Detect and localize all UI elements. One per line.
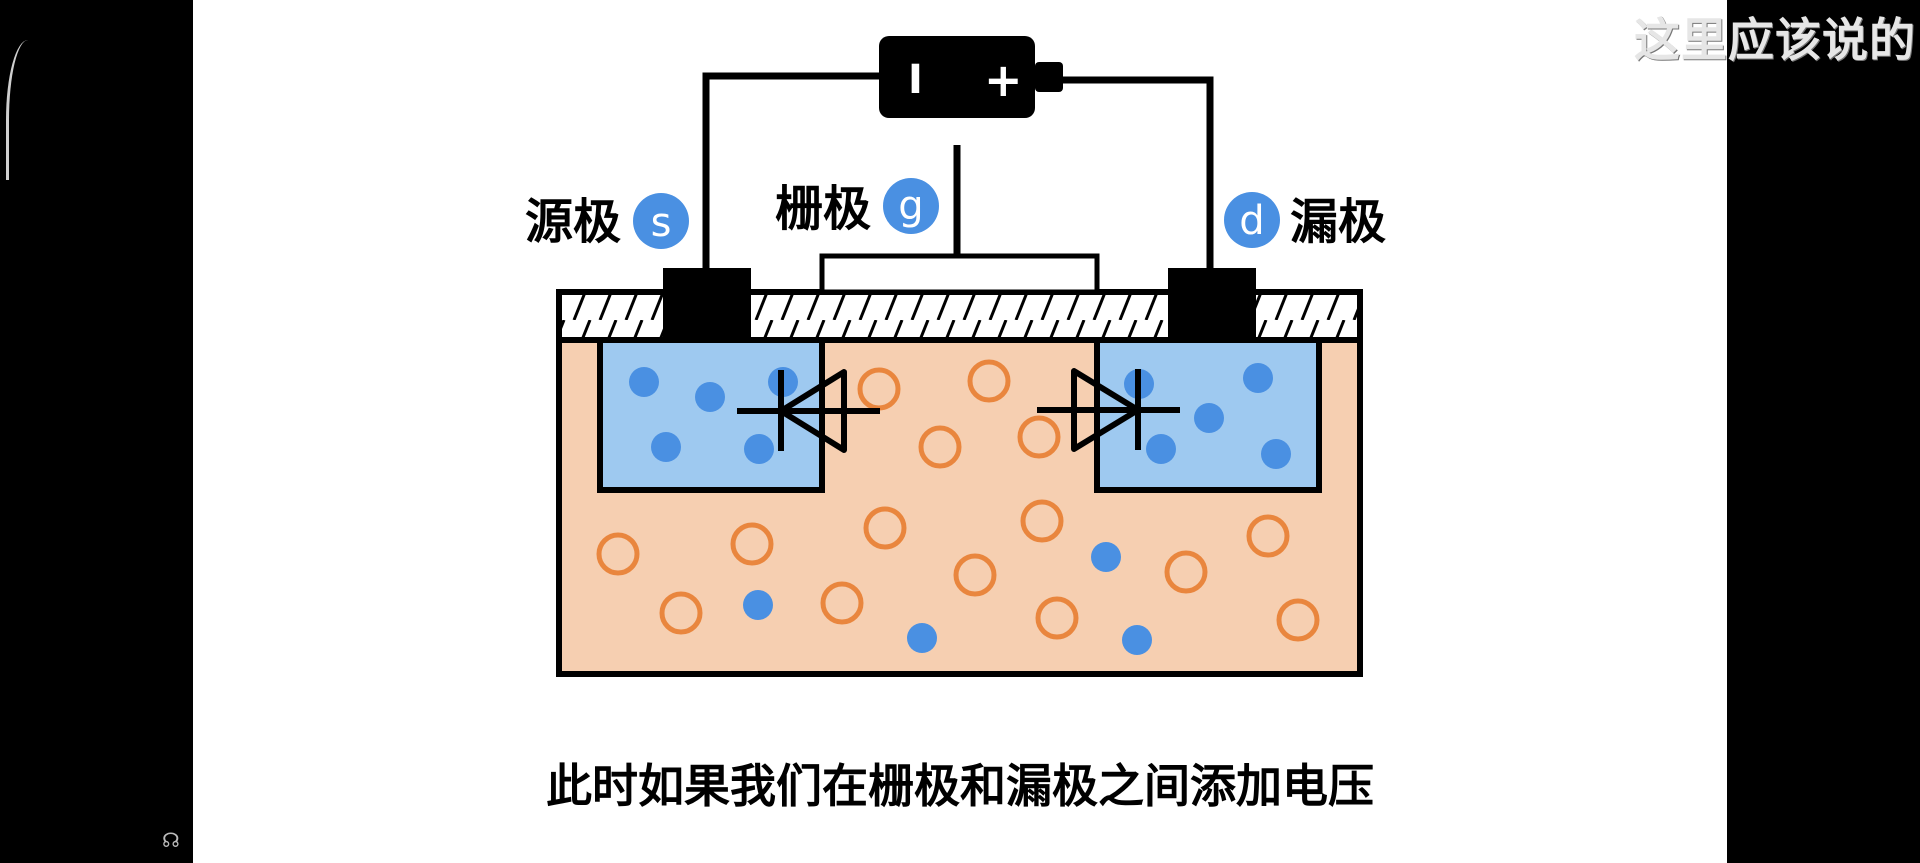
electron xyxy=(629,367,659,397)
danmaku-comment: 这里应该说的 xyxy=(1634,13,1916,67)
hole xyxy=(730,522,774,566)
electron xyxy=(1243,363,1273,393)
gate-letter: g xyxy=(898,183,923,229)
circuit-wires xyxy=(702,72,1214,268)
source-label-text: 源极 xyxy=(525,194,621,250)
electron xyxy=(1194,403,1224,433)
electron xyxy=(1146,434,1176,464)
source-badge xyxy=(633,193,689,249)
hole xyxy=(1035,596,1079,640)
drain-letter: d xyxy=(1239,198,1264,244)
electron xyxy=(743,590,773,620)
hole xyxy=(820,581,864,625)
drain-label: d 漏极 xyxy=(1224,192,1386,250)
electron xyxy=(1122,625,1152,655)
battery-plus: + xyxy=(984,53,1023,107)
user-icon[interactable]: ☊ xyxy=(162,828,180,852)
left-letterbox: ☊ xyxy=(0,0,193,863)
gate-label-text: 栅极 xyxy=(775,181,871,237)
hole xyxy=(1017,415,1061,459)
electron xyxy=(695,382,725,412)
source-letter: s xyxy=(651,200,672,246)
drain-label-text: 漏极 xyxy=(1290,194,1386,250)
electrons xyxy=(629,363,1291,655)
hole xyxy=(863,506,907,550)
right-letterbox xyxy=(1727,0,1920,863)
electron xyxy=(1261,439,1291,469)
gate-badge xyxy=(883,178,939,234)
electron xyxy=(907,623,937,653)
drain-diode-symbol xyxy=(1037,368,1180,452)
gate-label: 栅极 g xyxy=(775,178,939,237)
subtitle-caption: 此时如果我们在栅极和漏极之间添加电压 xyxy=(546,759,1374,813)
electron xyxy=(1091,542,1121,572)
drain-badge xyxy=(1224,192,1280,248)
drain-contact xyxy=(1168,268,1256,340)
holes xyxy=(596,359,1320,642)
electron xyxy=(744,434,774,464)
hole xyxy=(1246,514,1290,558)
source-contact xyxy=(663,268,751,340)
source-diode-symbol xyxy=(737,369,880,453)
hole xyxy=(953,553,997,597)
electron xyxy=(651,432,681,462)
battery-icon: I + xyxy=(879,36,1063,118)
hole xyxy=(967,359,1011,403)
battery-minus: I xyxy=(908,57,923,103)
hole xyxy=(1276,598,1320,642)
hole xyxy=(918,425,962,469)
source-label: 源极 s xyxy=(525,193,689,250)
hole xyxy=(659,591,703,635)
hole xyxy=(1020,499,1064,543)
gate-plate xyxy=(819,253,1100,295)
hole xyxy=(1164,550,1208,594)
edge-swipe-handle[interactable] xyxy=(6,40,31,180)
hole xyxy=(596,532,640,576)
